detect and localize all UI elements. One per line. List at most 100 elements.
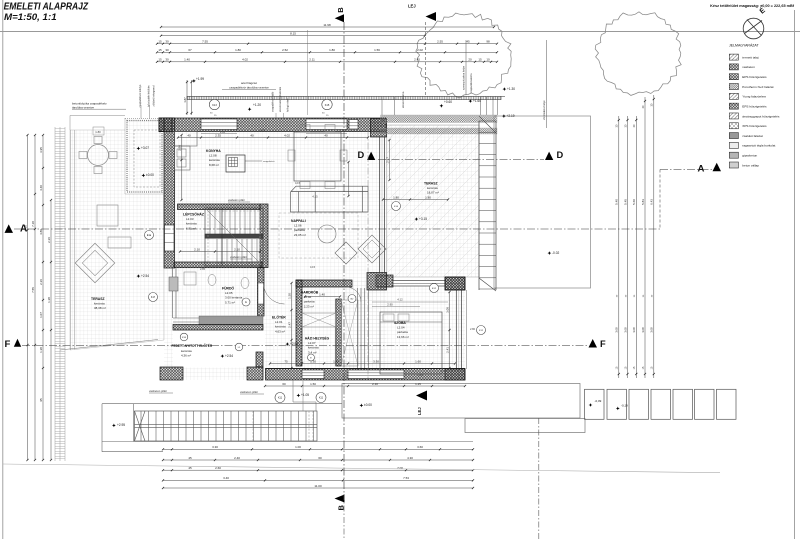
svg-text:30: 30 — [652, 294, 654, 297]
svg-text:vasbeton: vasbeton — [742, 65, 755, 69]
svg-text:4.15: 4.15 — [312, 195, 318, 199]
svg-text:40: 40 — [187, 133, 191, 137]
svg-text:3.08: 3.08 — [650, 327, 654, 333]
svg-text:38,38 m²: 38,38 m² — [94, 306, 106, 310]
svg-text:7.55: 7.55 — [202, 40, 208, 44]
svg-text:betonfolyóka csapadékelv.: betonfolyóka csapadékelv. — [72, 102, 107, 106]
svg-text:L2.05: L2.05 — [225, 291, 233, 295]
svg-text:3.08: 3.08 — [632, 327, 636, 333]
svg-text:2.52: 2.52 — [282, 48, 288, 52]
svg-text:-0.02: -0.02 — [552, 251, 559, 255]
svg-text:15: 15 — [616, 366, 619, 369]
svg-text:30: 30 — [651, 103, 654, 106]
svg-text:20: 20 — [468, 58, 472, 62]
svg-text:1.25: 1.25 — [415, 382, 421, 386]
svg-text:15: 15 — [624, 366, 627, 369]
svg-text:K14: K14 — [394, 206, 399, 208]
svg-text:7.53: 7.53 — [403, 476, 409, 480]
svg-text:1.40: 1.40 — [319, 292, 325, 296]
svg-text:2.10: 2.10 — [194, 247, 200, 251]
svg-text:2.90: 2.90 — [387, 303, 393, 307]
svg-text:L2.01: L2.01 — [275, 320, 283, 324]
svg-text:30: 30 — [165, 40, 169, 44]
svg-text:L2.03: L2.03 — [186, 217, 194, 221]
svg-text:15: 15 — [214, 115, 217, 117]
svg-text:K11: K11 — [278, 397, 283, 400]
svg-text:-0,19: -0,19 — [621, 404, 628, 408]
svg-text:30: 30 — [643, 294, 645, 297]
svg-text:vízóraakna helye: vízóraakna helye — [542, 100, 546, 120]
svg-text:A: A — [698, 164, 705, 175]
svg-text:parketta: parketta — [304, 300, 315, 304]
svg-text:+2.54: +2.54 — [141, 274, 149, 278]
svg-text:2.85: 2.85 — [220, 130, 226, 134]
svg-text:kerámia: kerámia — [209, 158, 220, 162]
svg-text:1.60: 1.60 — [415, 359, 421, 363]
svg-text:2.11: 2.11 — [309, 58, 315, 62]
svg-text:5.60: 5.60 — [632, 199, 636, 205]
svg-text:15: 15 — [158, 48, 162, 52]
svg-text:1.38: 1.38 — [47, 297, 51, 303]
svg-text:1.38: 1.38 — [39, 347, 43, 353]
svg-text:4.02: 4.02 — [284, 133, 290, 137]
svg-text:A: A — [20, 223, 27, 234]
svg-text:XPS hőszigetelés: XPS hőszigetelés — [742, 124, 767, 128]
svg-text:LEJ: LEJ — [408, 4, 416, 9]
svg-text:EPS hőszigetelés: EPS hőszigetelés — [742, 75, 767, 79]
svg-text:2.85: 2.85 — [200, 267, 206, 271]
svg-text:FEDETT-NYITOTT ELŐTÉR: FEDETT-NYITOTT ELŐTÉR — [172, 343, 213, 348]
svg-text:K15: K15 — [325, 104, 330, 107]
svg-text:Kész tetőfelület magasság: ±0,: Kész tetőfelület magasság: ±0,00 = 222,6… — [710, 4, 795, 8]
svg-text:75: 75 — [284, 359, 288, 363]
svg-text:M=1:50, 1:1: M=1:50, 1:1 — [4, 12, 57, 23]
svg-text:11.00: 11.00 — [314, 484, 322, 488]
svg-text:+2.95: +2.95 — [117, 423, 125, 427]
svg-text:95: 95 — [39, 398, 43, 402]
svg-text:csapadékvíz lefolyó: csapadékvíz lefolyó — [138, 84, 142, 107]
svg-text:15: 15 — [478, 58, 482, 62]
svg-text:1.40: 1.40 — [333, 359, 339, 363]
svg-text:1.80: 1.80 — [425, 195, 431, 199]
svg-text:3.95: 3.95 — [39, 147, 43, 153]
svg-text:parketta: parketta — [397, 330, 408, 334]
svg-text:2.10: 2.10 — [234, 247, 240, 251]
svg-text:98: 98 — [486, 40, 490, 44]
svg-text:5,71 m²: 5,71 m² — [225, 300, 235, 304]
svg-text:kerámia: kerámia — [94, 302, 105, 306]
svg-text:3.30: 3.30 — [212, 445, 218, 449]
svg-text:30: 30 — [617, 294, 619, 297]
svg-text:1.80: 1.80 — [95, 130, 101, 134]
svg-text:1.00: 1.00 — [295, 445, 301, 449]
svg-text:2.36: 2.36 — [39, 279, 43, 285]
svg-text:15: 15 — [633, 366, 636, 369]
svg-text:2.80: 2.80 — [470, 327, 476, 331]
svg-text:Ytong falazóelem: Ytong falazóelem — [742, 95, 766, 99]
svg-text:4,36 m²: 4,36 m² — [181, 354, 191, 358]
svg-text:5.83: 5.83 — [641, 199, 645, 205]
svg-text:2.45: 2.45 — [414, 58, 420, 62]
svg-text:kerámia: kerámia — [186, 222, 197, 226]
svg-text:40: 40 — [250, 133, 254, 137]
svg-text:L2.02: L2.02 — [304, 295, 312, 299]
svg-text:30: 30 — [624, 124, 627, 127]
svg-text:parketta: parketta — [294, 228, 305, 232]
svg-text:30: 30 — [642, 105, 645, 108]
svg-text:L2.04: L2.04 — [397, 326, 405, 330]
svg-text:4.02: 4.02 — [242, 58, 248, 62]
svg-text:2.02: 2.02 — [417, 48, 423, 52]
svg-text:4,63 m²: 4,63 m² — [275, 329, 285, 333]
svg-text:30: 30 — [322, 113, 325, 115]
svg-text:4.15: 4.15 — [295, 181, 301, 185]
svg-text:1.30: 1.30 — [310, 359, 316, 363]
svg-text:45: 45 — [188, 456, 192, 460]
svg-text:B: B — [336, 7, 345, 13]
svg-text:1.80: 1.80 — [329, 48, 335, 52]
svg-text:TERASZ: TERASZ — [91, 297, 105, 301]
svg-text:4.80: 4.80 — [39, 229, 43, 235]
svg-text:K16: K16 — [182, 337, 187, 339]
svg-text:2.40: 2.40 — [234, 456, 240, 460]
svg-text:1.80: 1.80 — [235, 48, 241, 52]
svg-text:TERASZ: TERASZ — [424, 182, 438, 186]
svg-text:23,05 m²: 23,05 m² — [294, 233, 306, 237]
svg-text:+2.54: +2.54 — [225, 354, 233, 358]
